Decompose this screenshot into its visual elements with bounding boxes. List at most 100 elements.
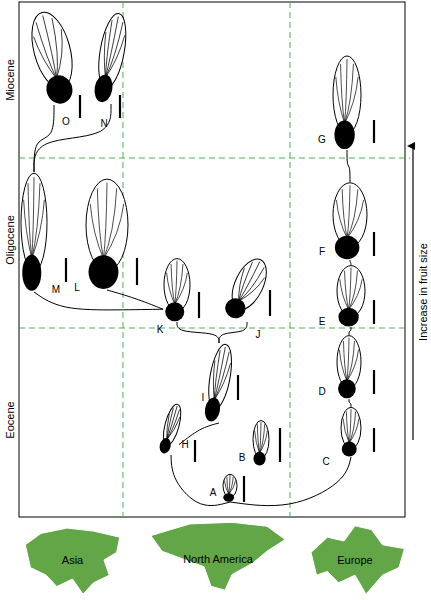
wing-vein (90, 204, 103, 259)
fossil-fruit: I (208, 343, 230, 423)
region-name: Asia (62, 554, 83, 567)
wing-vein (349, 279, 363, 309)
continent-map: North America (148, 520, 288, 598)
fossil-fruit: L (85, 178, 129, 290)
scale-bar (373, 120, 375, 143)
wing-vein (347, 350, 359, 381)
scale-bar (373, 232, 375, 256)
wing-vein (345, 59, 347, 123)
specimen-letter: O (62, 116, 70, 128)
fruit-drawing (35, 10, 73, 105)
fruit-seed (222, 295, 249, 322)
fossil-fruit: J (232, 256, 262, 322)
fruit-drawing (252, 420, 270, 466)
fruit-drawing (163, 258, 191, 322)
wing-vein (260, 431, 268, 453)
lineage-line (171, 455, 230, 506)
fossil-fruit: O (35, 10, 73, 105)
fruit-seed (335, 236, 359, 259)
region-name: Europe (337, 554, 372, 567)
scale-bar (136, 258, 138, 285)
fruit-drawing (340, 407, 362, 457)
fruit-drawing (332, 182, 368, 260)
specimen-letter: F (319, 246, 325, 258)
wing-vein (214, 351, 229, 401)
fruit-seed (203, 396, 222, 422)
wing-vein (336, 200, 347, 238)
wing-vein (41, 18, 67, 78)
scale-bar (194, 440, 196, 462)
fruit-drawing (336, 265, 366, 327)
fossil-fruit: D (336, 335, 362, 399)
wing-vein (349, 409, 351, 443)
fruit-seed (342, 442, 357, 457)
fruit-drawing (332, 55, 362, 150)
wing-vein (175, 261, 177, 304)
wing-vein (34, 34, 57, 82)
region-name: North America (183, 553, 253, 566)
epoch-divider (19, 158, 410, 159)
fruit-drawing (85, 178, 129, 290)
lineage-line (219, 322, 247, 343)
continent-map: Europe (300, 522, 410, 598)
wing-vein (103, 204, 123, 259)
lineage-line (34, 105, 54, 172)
wing-vein (167, 408, 180, 441)
wing-vein (341, 64, 345, 124)
epoch-label: Oligocene (4, 215, 17, 265)
wing-vein (257, 424, 259, 453)
epoch-label: Miocene (4, 59, 17, 101)
specimen-letter: G (318, 134, 326, 146)
fruit-seed (253, 452, 265, 466)
lineage-line (349, 399, 351, 407)
wing-vein (347, 200, 363, 238)
fruit-drawing (208, 343, 230, 423)
fruit-seed (334, 121, 354, 150)
wing-vein (336, 77, 345, 123)
scale-bar (279, 428, 281, 462)
scale-bar (243, 476, 245, 502)
fruit-seed (165, 302, 184, 321)
wing-vein (102, 20, 115, 77)
wing-vein (105, 33, 124, 79)
fossil-fruit: C (340, 407, 362, 457)
specimen-letter: H (181, 439, 188, 451)
scale-bar (119, 95, 121, 118)
lineage-line (34, 104, 111, 172)
specimen-letter: J (256, 329, 261, 341)
fossil-fruit: N (98, 12, 124, 104)
fossil-fruit: A (222, 474, 238, 502)
fruit-drawing (336, 335, 362, 399)
wing-vein (32, 200, 45, 259)
wing-vein (44, 29, 73, 78)
fruit-drawing (163, 403, 179, 455)
wing-vein (347, 338, 349, 381)
wing-vein (260, 422, 261, 453)
specimen-letter: I (202, 392, 205, 404)
lineage-line (107, 290, 163, 309)
wing-vein (346, 412, 349, 443)
wing-vein (97, 188, 103, 258)
lineage-line (349, 327, 351, 335)
wing-vein (349, 268, 351, 310)
fruit-seed (22, 255, 41, 291)
lineage-line (350, 260, 351, 265)
fruit-seed (338, 379, 356, 398)
lineage-line (177, 322, 219, 343)
wing-vein (229, 480, 236, 494)
specimen-letter: K (157, 324, 164, 336)
fruit-drawing (20, 172, 48, 292)
wing-vein (175, 273, 188, 304)
wing-vein (28, 183, 32, 258)
scale-bar (269, 290, 271, 316)
fruit-drawing (232, 256, 262, 322)
region-divider (290, 2, 291, 517)
wing-vein (347, 185, 350, 238)
scale-bar (373, 370, 375, 394)
specimen-letter: N (100, 118, 107, 130)
wing-vein (103, 183, 107, 259)
fossil-fruit: K (163, 258, 191, 322)
fossil-fruit: E (336, 265, 366, 327)
wing-vein (167, 415, 180, 441)
